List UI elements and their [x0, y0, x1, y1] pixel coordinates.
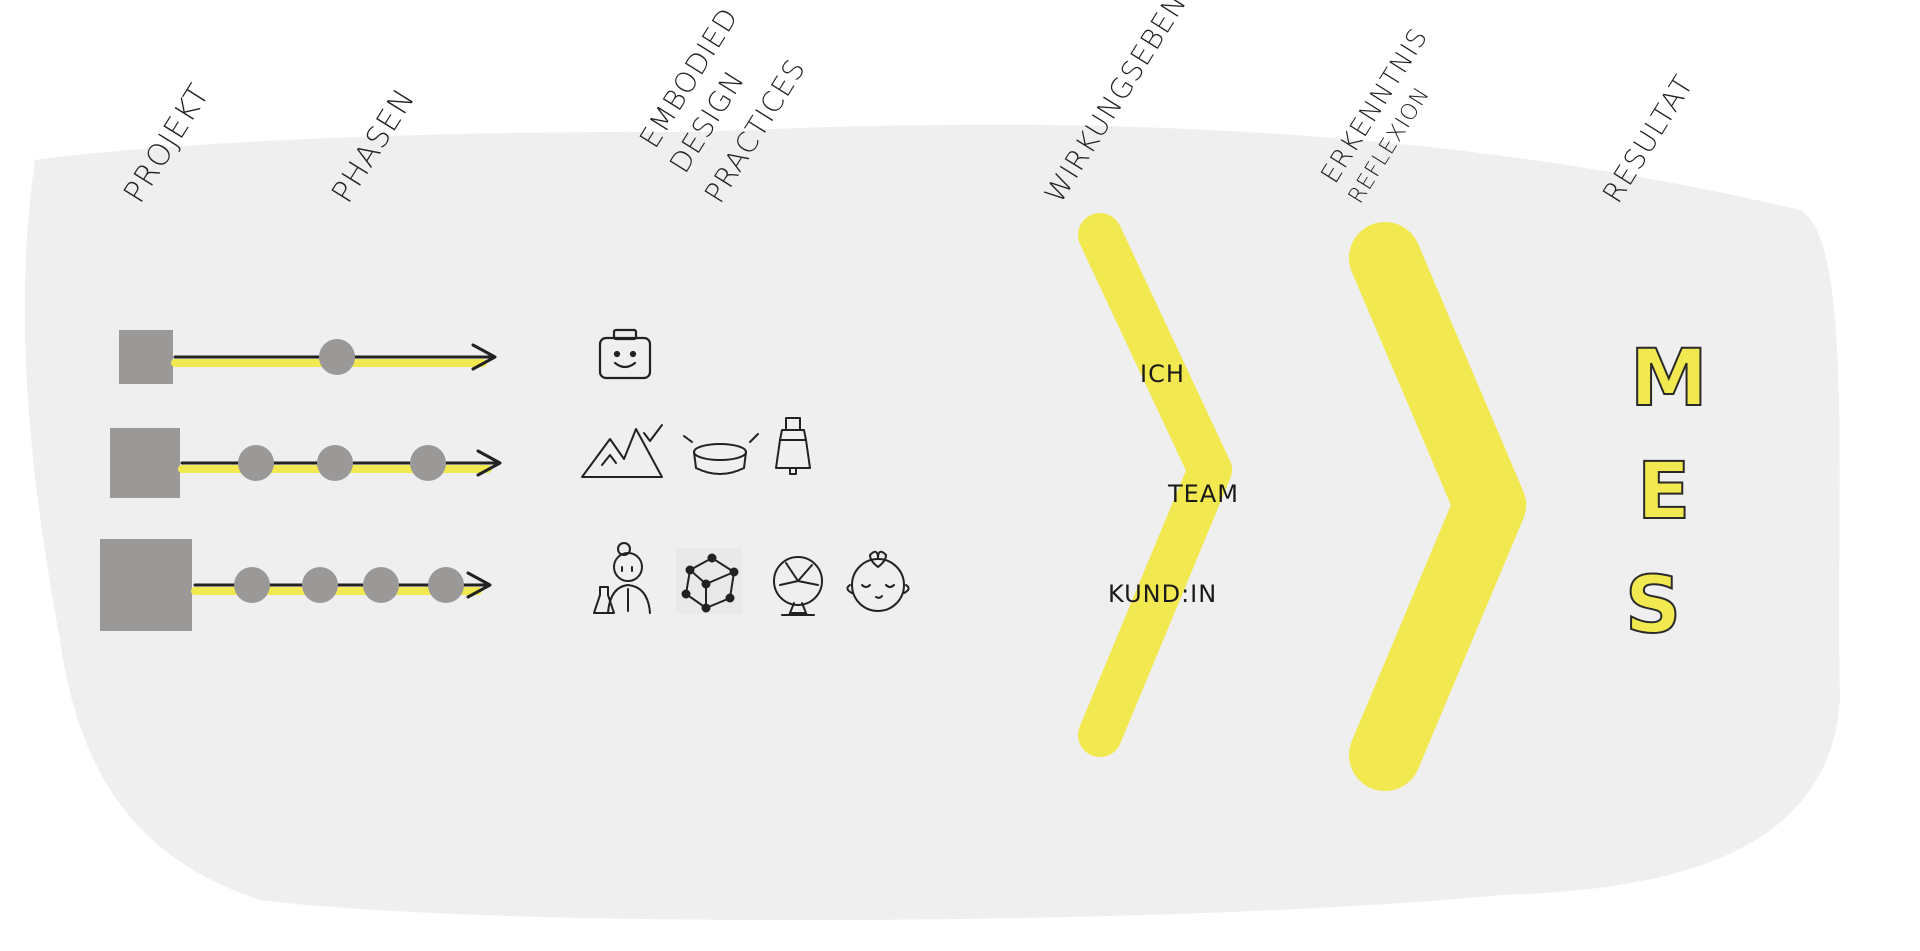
icon-row-3 — [593, 542, 910, 616]
spray-bottle-icon — [775, 417, 811, 475]
icon-row-2 — [581, 417, 811, 478]
mountains-icon — [581, 424, 663, 478]
lego-head-icon — [598, 328, 652, 380]
phase-dot — [410, 445, 446, 481]
background-blob — [24, 124, 1840, 921]
icon-row-1 — [598, 328, 652, 380]
result-letter-s: S — [1625, 561, 1681, 651]
level-ich: ICH — [1140, 360, 1185, 388]
project-rows — [100, 330, 502, 631]
phase-dot — [319, 339, 355, 375]
phase-dot — [302, 567, 338, 603]
phase-dot — [234, 567, 270, 603]
project-square — [119, 330, 173, 384]
scientist-icon — [593, 542, 651, 614]
buzzer-icon — [683, 433, 759, 475]
network-cube-icon — [676, 548, 742, 614]
result-letter-e: E — [1637, 447, 1690, 537]
project-square — [100, 539, 192, 631]
level-kundin: KUND:IN — [1108, 580, 1217, 608]
phase-dot — [238, 445, 274, 481]
plasma-ball-icon — [773, 556, 823, 616]
erkenntnis-chevron — [1349, 222, 1526, 791]
phase-dot — [428, 567, 464, 603]
project-square — [110, 428, 180, 498]
result-letter-m: M — [1630, 334, 1708, 424]
phase-dot — [317, 445, 353, 481]
wirkungsebenen-chevron — [1078, 213, 1232, 757]
mindful-face-icon — [846, 550, 910, 612]
phase-dot — [363, 567, 399, 603]
level-team: TEAM — [1167, 480, 1239, 508]
